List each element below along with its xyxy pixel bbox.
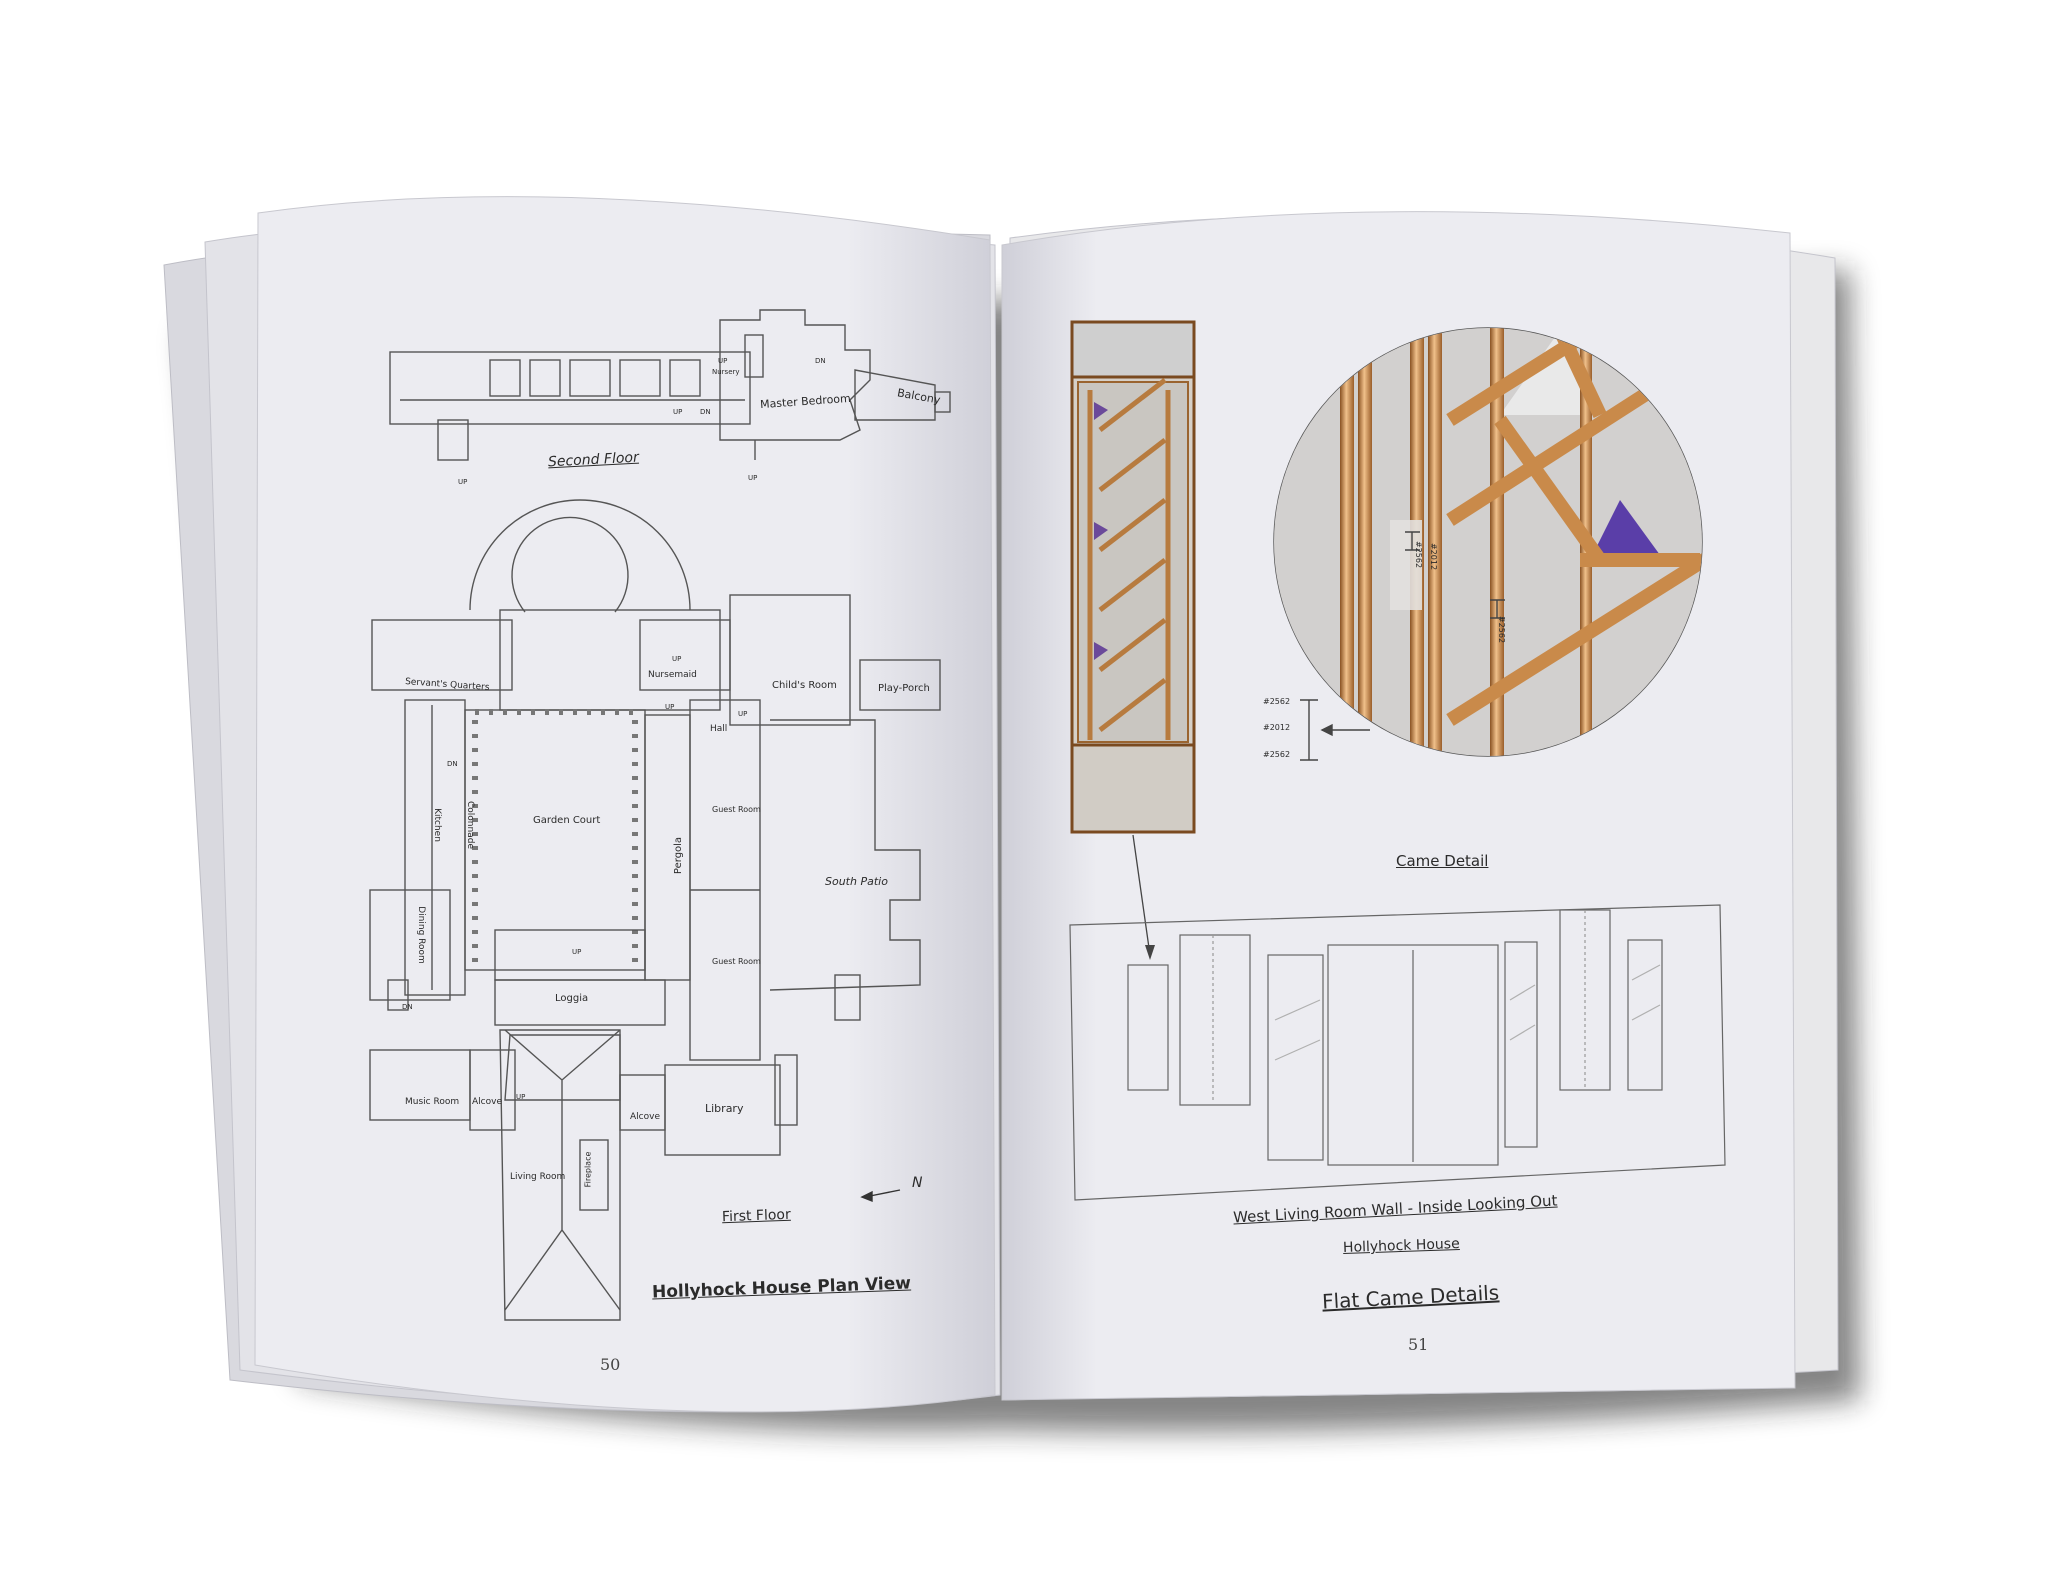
label-detail-code-3: #2562 [1263,750,1291,759]
label-loggia: Loggia [555,993,589,1004]
label-came-code-1: #2562 [1414,540,1424,569]
label-up-2f-2: UP [673,408,683,416]
label-music-room: Music Room [405,1097,460,1107]
label-play-porch: Play-Porch [878,683,930,694]
label-library: Library [705,1102,744,1115]
second-floor-plan [389,309,951,461]
label-dn-2f-1: DN [815,357,826,365]
label-up-e: UP [516,1093,526,1101]
label-detail-code-2: #2012 [1263,723,1291,732]
left-page [254,196,996,1413]
label-detail-code-1: #2562 [1263,697,1291,706]
label-dining-room: Dining Room [415,906,426,964]
label-nursery-small: Nursery [712,368,740,376]
label-dn-b: DN [402,1003,413,1011]
label-guest-room-2: Guest Room [712,957,761,966]
label-up-b: UP [665,703,675,711]
label-up-a: UP [672,655,682,663]
label-living-room: Living Room [510,1172,566,1182]
label-came-code-2: #2012 [1429,542,1439,571]
north-arrow [860,1189,901,1203]
label-south-patio: South Patio [825,875,888,888]
came-detail-circle [1273,327,1703,757]
came-profile-symbols [1300,531,1505,761]
label-up-c: UP [738,710,748,718]
label-dn-a: DN [447,760,458,768]
label-up-2f-4: UP [748,474,758,482]
label-pergola: Pergola [673,836,685,875]
wall-elevation [1069,904,1726,1201]
label-nursemaid: Nursemaid [648,670,697,680]
label-hall: Hall [710,724,728,734]
page-number-right: 51 [1408,1335,1429,1354]
label-alcove-2: Alcove [630,1112,660,1122]
window-panel-elevation [1070,320,1196,960]
label-kitchen: Kitchen [431,808,442,842]
label-colonnade: Colonnade [464,801,475,849]
label-childs-room: Child's Room [772,680,837,691]
label-alcove-1: Alcove [472,1097,502,1107]
label-dn-2f-2: DN [700,408,711,416]
label-up-2f-3: UP [458,478,468,486]
label-came-code-3: #2562 [1497,615,1507,644]
label-guest-room-1: Guest Room [712,805,761,814]
label-first-floor: First Floor [721,1206,792,1226]
label-north: N [912,1175,923,1191]
label-up-2f-1: UP [718,357,728,365]
first-floor-plan [369,499,941,1321]
label-up-d: UP [572,948,582,956]
label-fireplace: Fireplace [583,1151,593,1188]
label-garden-court: Garden Court [533,815,601,826]
page-number-left: 50 [600,1355,621,1374]
label-came-detail: Came Detail [1396,852,1489,870]
